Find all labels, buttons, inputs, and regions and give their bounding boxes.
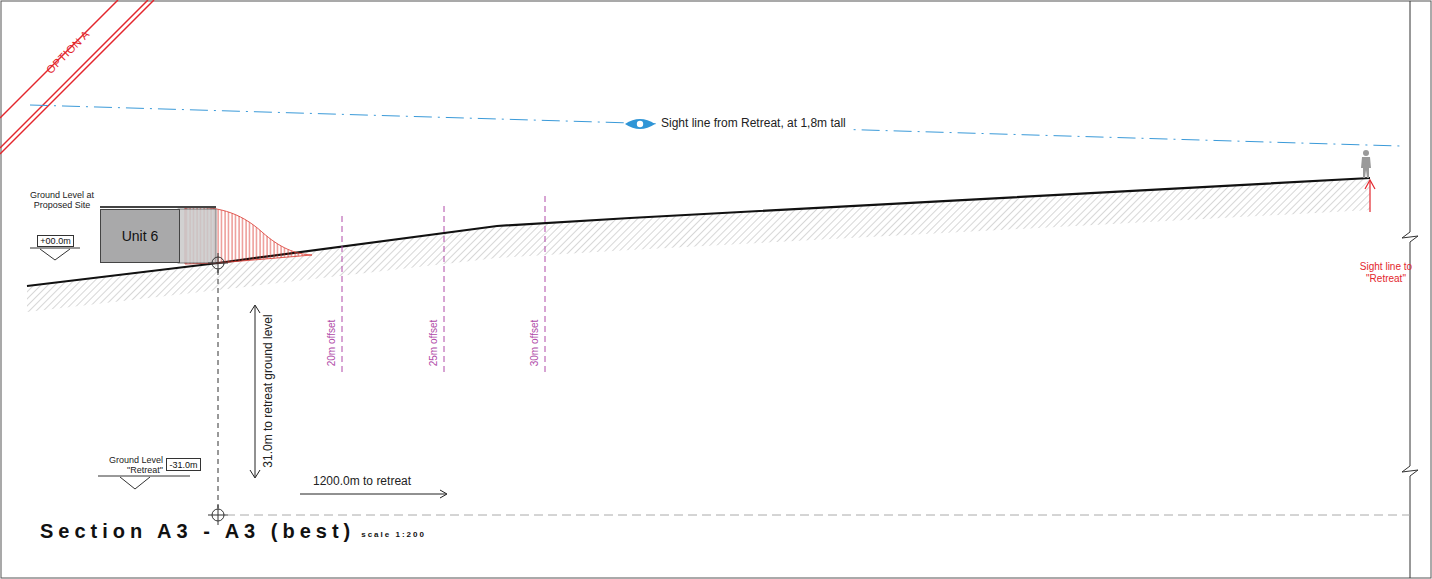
sight-line <box>30 105 1400 146</box>
offset-label: 30m offset <box>529 320 541 367</box>
dimension-label: 1200.0m to retreat <box>313 475 411 489</box>
sight-arrow <box>1365 180 1375 212</box>
node-text: -31.0m <box>169 460 197 470</box>
option-banner <box>0 0 154 154</box>
offset-label: 20m offset <box>326 320 338 367</box>
building-annex <box>178 209 216 263</box>
section-title: Section A3 - A3 (best) <box>40 520 355 543</box>
level-label: Ground Level "Retreat" <box>91 455 163 476</box>
dimension-arrows <box>250 305 447 498</box>
roof-line <box>100 206 216 208</box>
ground-hatch <box>27 178 1370 312</box>
scale-label: scale 1:200 <box>361 530 426 539</box>
person-figure <box>1361 150 1371 178</box>
node-text: +00.0m <box>40 236 70 246</box>
sight-line-note: Sight line to "Retreat" <box>1358 261 1414 284</box>
break-line <box>1402 1 1418 578</box>
node-text: Unit 6 <box>122 228 159 244</box>
ground-line <box>27 178 1370 286</box>
building-box: Unit 6 <box>100 209 180 263</box>
dimension-label: 31.0m to retreat ground level <box>262 314 276 467</box>
offset-label: 25m offset <box>428 320 440 367</box>
level-label: Ground Level at Proposed Site <box>23 190 101 211</box>
offset-lines <box>342 196 545 375</box>
datum-markers <box>30 248 1410 525</box>
eye-icon <box>625 119 655 129</box>
sight-line-label: Sight line from Retreat, at 1,8m tall <box>658 117 849 131</box>
level-tag: +00.0m <box>37 235 74 247</box>
level-tag: -31.0m <box>166 458 201 471</box>
